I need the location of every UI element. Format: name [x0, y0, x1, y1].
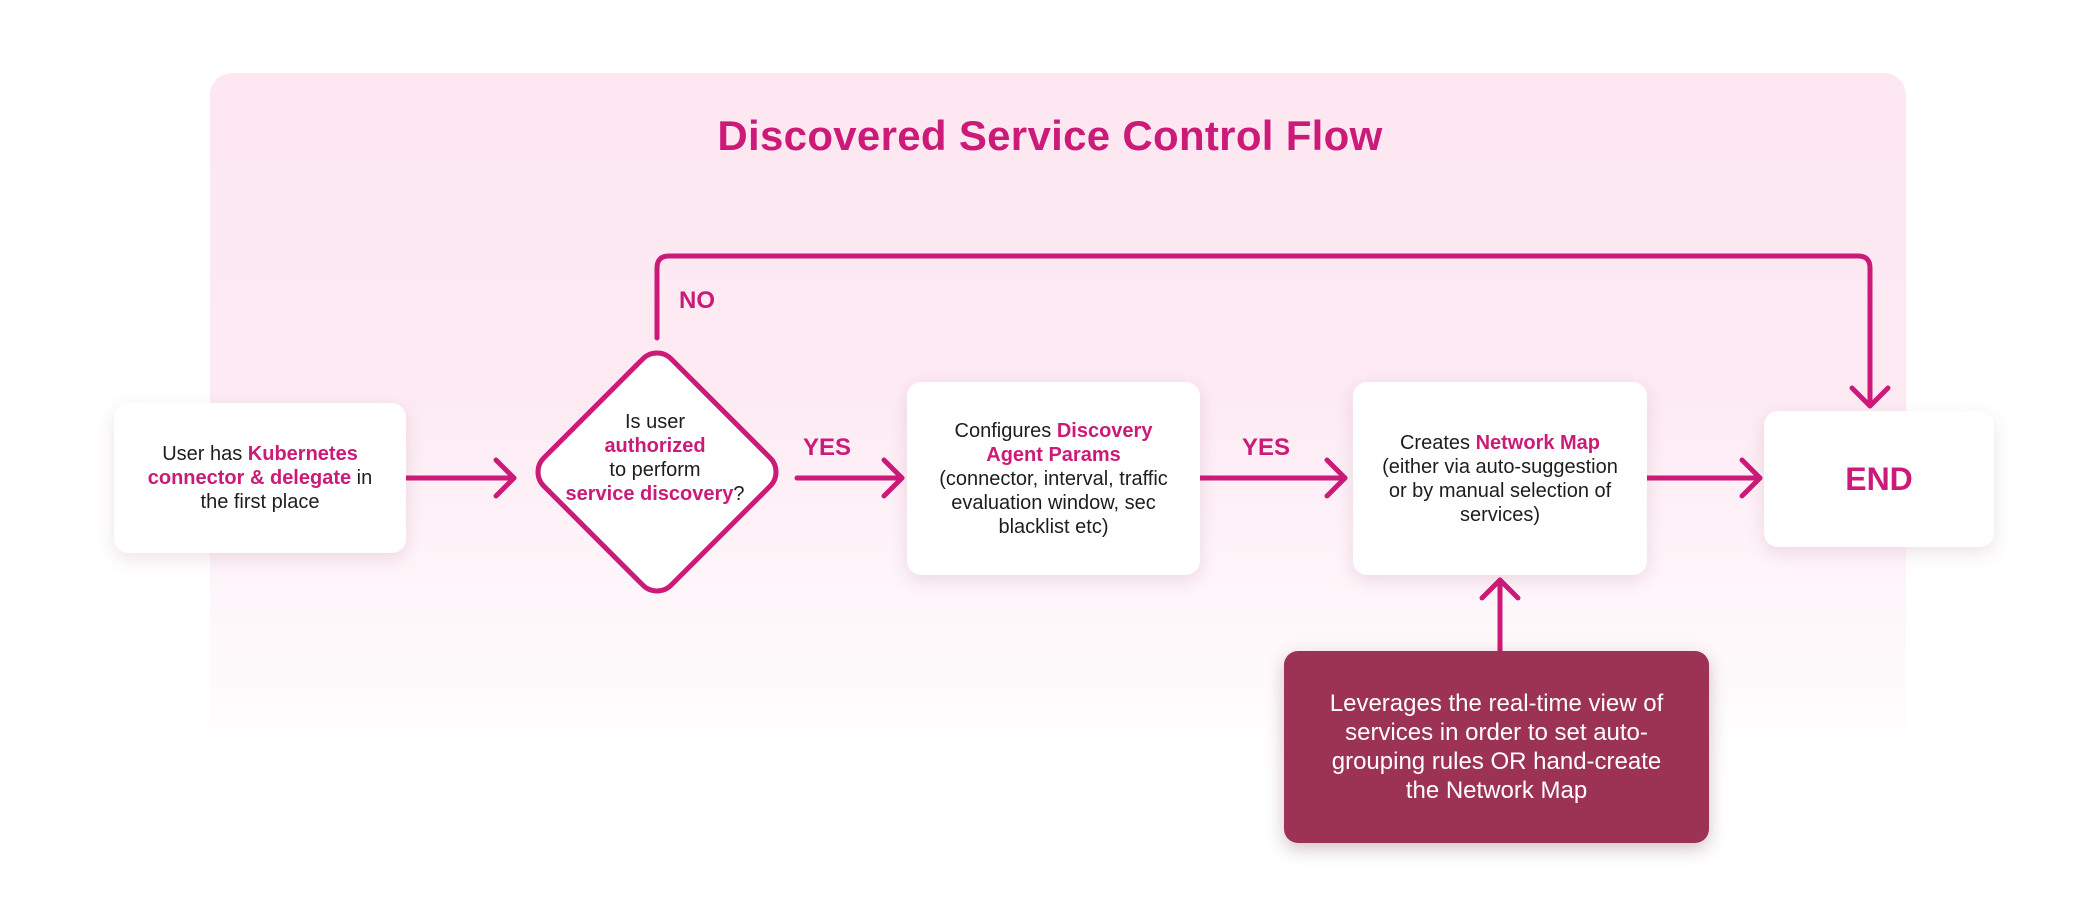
- network-map-node: Creates Network Map (either via auto-sug…: [1353, 382, 1647, 575]
- configure-node: Configures Discovery Agent Params (conne…: [907, 382, 1200, 575]
- configure-node-text-after: (connector, interval, traffic evaluation…: [939, 467, 1168, 538]
- network-map-node-text-after: (either via auto-suggestion or by manual…: [1382, 455, 1618, 526]
- decision-suffix: ?: [733, 483, 745, 505]
- arrowhead-decision-to-configure: [881, 457, 905, 499]
- network-map-node-highlight: Network Map: [1475, 431, 1601, 454]
- end-node-label: END: [1845, 461, 1913, 497]
- network-map-node-text: Creates Network Map (either via auto-sug…: [1371, 431, 1629, 527]
- decision-highlight-service-discovery: service discovery: [565, 483, 734, 505]
- decision-line-4: service discovery?: [540, 482, 770, 506]
- edge-label-yes-1: YES: [803, 434, 852, 461]
- decision-node-text: Is user authorized to perform service di…: [540, 410, 770, 506]
- note-node-text: Leverages the real-time view of services…: [1329, 690, 1664, 804]
- start-node-text: User has Kubernetes connector & delegate…: [132, 442, 388, 514]
- arrowhead-configure-to-networkmap: [1324, 457, 1348, 499]
- end-node: END: [1764, 411, 1994, 547]
- arrowhead-note-to-networkmap: [1479, 577, 1521, 601]
- configure-node-highlight: Discovery Agent Params: [986, 419, 1153, 466]
- configure-node-text-before: Configures: [954, 419, 1057, 442]
- arrowhead-no-path-to-end: [1849, 385, 1891, 409]
- configure-node-text: Configures Discovery Agent Params (conne…: [925, 419, 1182, 539]
- decision-line-3: to perform: [609, 459, 701, 481]
- arrowhead-networkmap-to-end: [1739, 457, 1763, 499]
- diagram-title: Discovered Service Control Flow: [717, 112, 1383, 159]
- start-node-highlight: Kubernetes connector & delegate: [147, 443, 358, 489]
- edge-label-no: NO: [679, 287, 715, 314]
- decision-diamond: [535, 350, 779, 594]
- start-node: User has Kubernetes connector & delegate…: [114, 403, 406, 553]
- arrow-no-path-to-end: [654, 253, 1873, 409]
- edge-label-yes-2: YES: [1242, 434, 1291, 461]
- decision-highlight-authorized: authorized: [604, 435, 706, 457]
- note-node: Leverages the real-time view of services…: [1284, 651, 1709, 843]
- start-node-text-before: User has: [162, 443, 248, 465]
- network-map-node-text-before: Creates: [1399, 431, 1476, 454]
- arrowhead-start-to-decision: [493, 457, 517, 499]
- decision-line-1: Is user: [624, 411, 686, 433]
- start-node-text-after: in the first place: [200, 467, 373, 513]
